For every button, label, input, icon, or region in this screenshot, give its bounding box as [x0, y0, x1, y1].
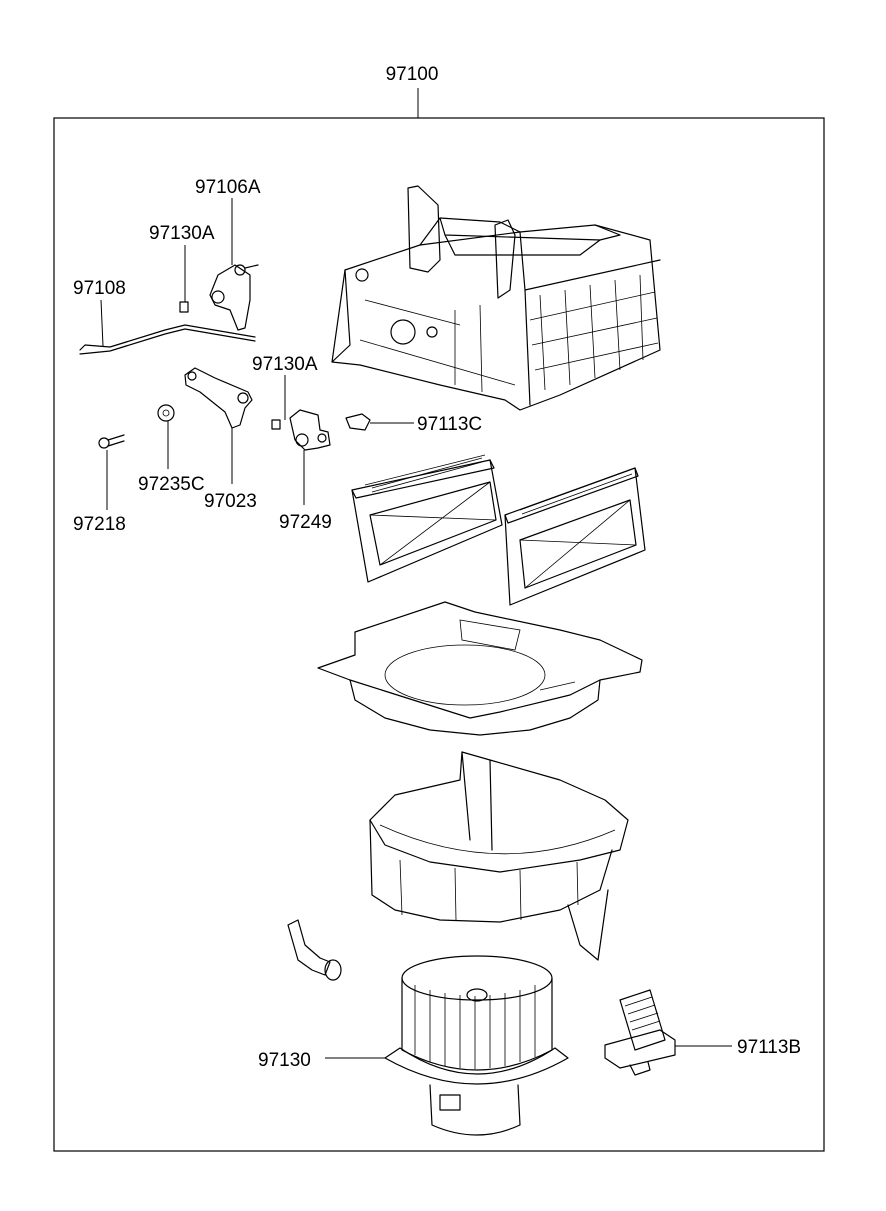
label-97235c[interactable]: 97235C: [138, 474, 205, 495]
label-97130[interactable]: 97130: [258, 1050, 311, 1071]
actuator-lever-97106a[interactable]: [209, 264, 259, 331]
assembly-label[interactable]: 97100: [386, 64, 439, 85]
resistor-97113b[interactable]: [604, 989, 676, 1076]
screw-97218[interactable]: [98, 434, 125, 449]
label-97218[interactable]: 97218: [73, 514, 126, 535]
air-filter-right[interactable]: [504, 467, 646, 606]
label-97113c[interactable]: 97113C: [417, 414, 482, 435]
arm-97023[interactable]: [184, 367, 253, 429]
drain-hose[interactable]: [287, 919, 342, 981]
part-97113c[interactable]: [345, 413, 371, 431]
label-97023[interactable]: 97023: [204, 491, 257, 512]
label-97249[interactable]: 97249: [279, 512, 332, 533]
clip-97130a-mid[interactable]: [271, 419, 281, 430]
label-97130a-top[interactable]: 97130A: [149, 223, 215, 244]
clip-97130a-top[interactable]: [179, 301, 189, 313]
assembly-frame: [53, 117, 825, 1152]
control-rod-97108[interactable]: [79, 324, 256, 355]
blower-scroll-housing[interactable]: [369, 751, 629, 961]
intake-housing[interactable]: [331, 185, 661, 411]
nut-97235c[interactable]: [157, 404, 175, 422]
label-97106a[interactable]: 97106A: [195, 177, 261, 198]
label-97108[interactable]: 97108: [73, 278, 126, 299]
scroll-cover-plate[interactable]: [317, 601, 643, 736]
label-97130a-mid[interactable]: 97130A: [252, 354, 318, 375]
blower-motor-97130[interactable]: [384, 955, 569, 1136]
air-filter-left[interactable]: [351, 454, 503, 583]
label-97113b[interactable]: 97113B: [737, 1037, 801, 1058]
link-97249[interactable]: [289, 409, 331, 451]
